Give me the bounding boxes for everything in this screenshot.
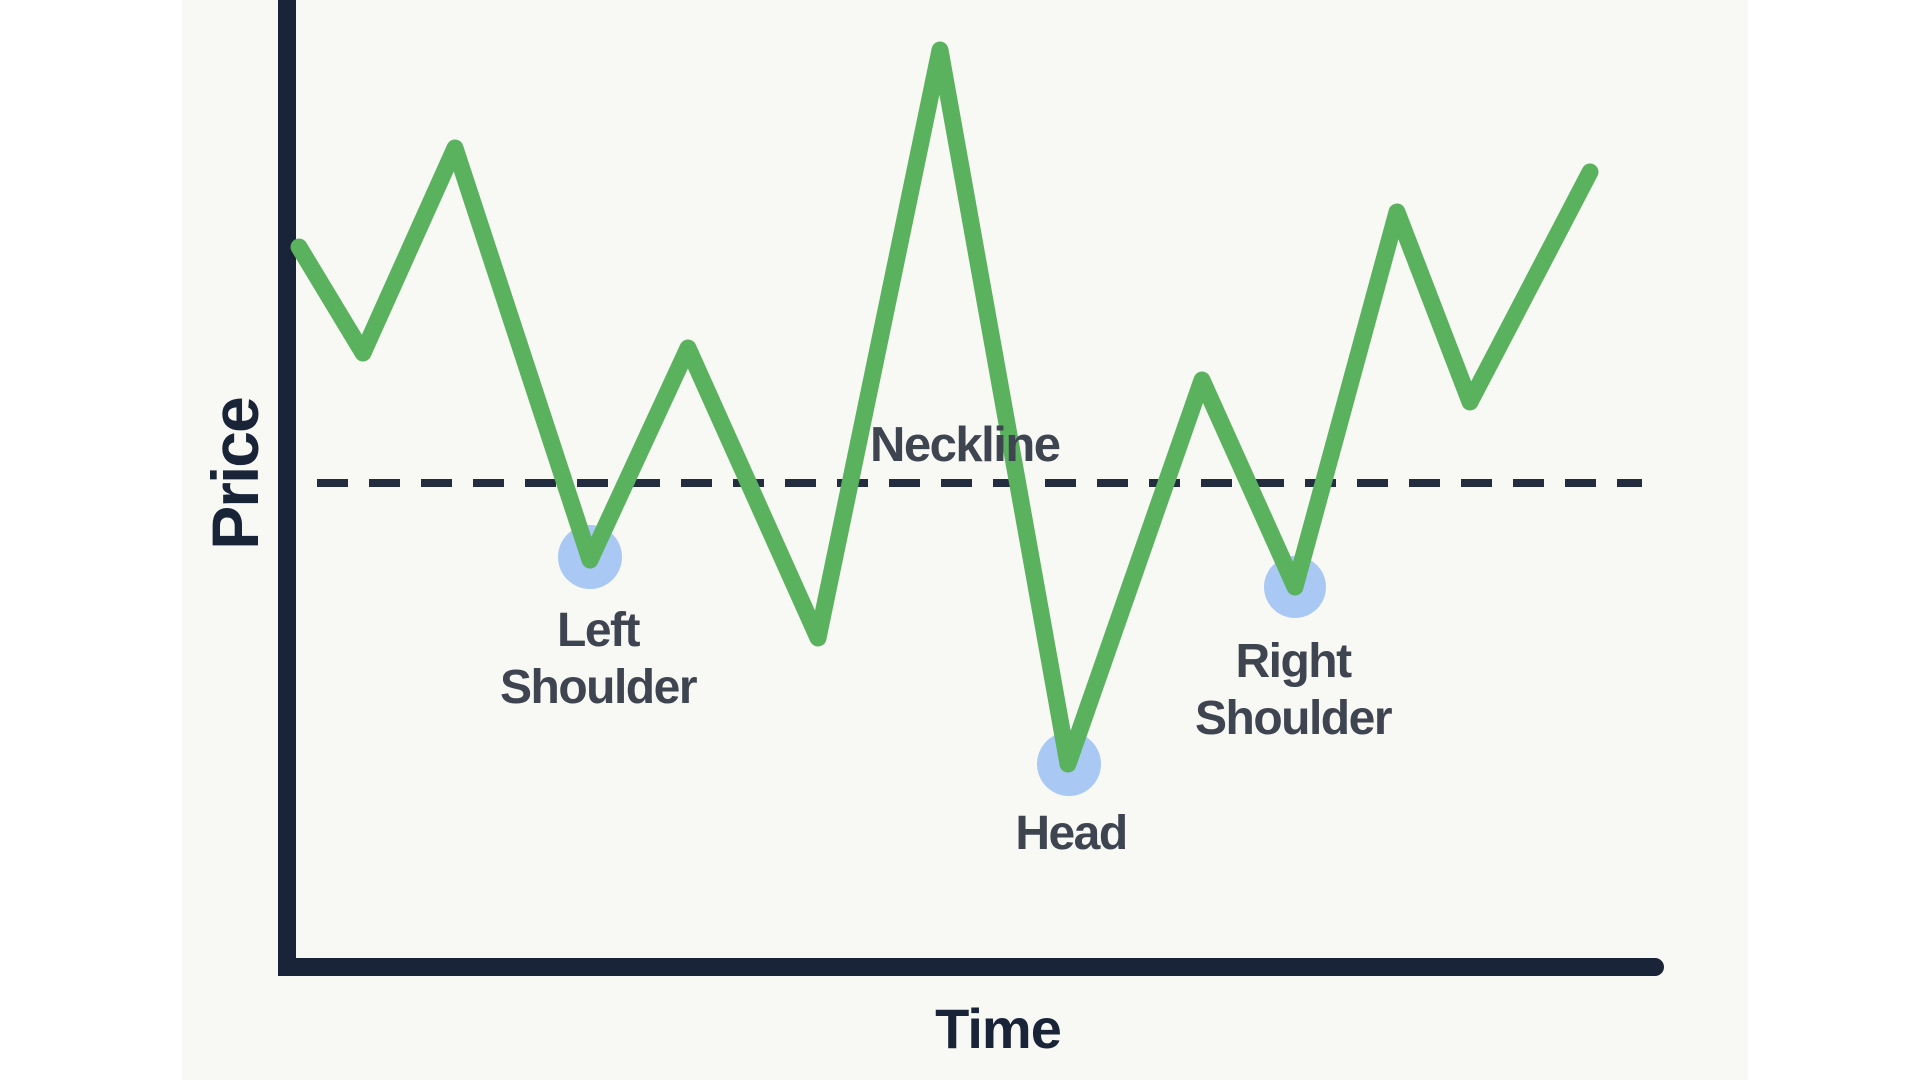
axes-line [278, 0, 1664, 976]
left-shoulder-label: Left Shoulder [499, 604, 698, 714]
neckline-label: Neckline [870, 418, 1061, 472]
right-white-margin [1748, 0, 1920, 1080]
left-white-margin [0, 0, 182, 1080]
x-axis-label: Time [935, 997, 1062, 1060]
price-line [290, 41, 1599, 773]
head-label: Head [1015, 807, 1128, 860]
y-axis-label: Price [198, 398, 272, 550]
right-shoulder-label: Right Shoulder [1194, 635, 1393, 745]
